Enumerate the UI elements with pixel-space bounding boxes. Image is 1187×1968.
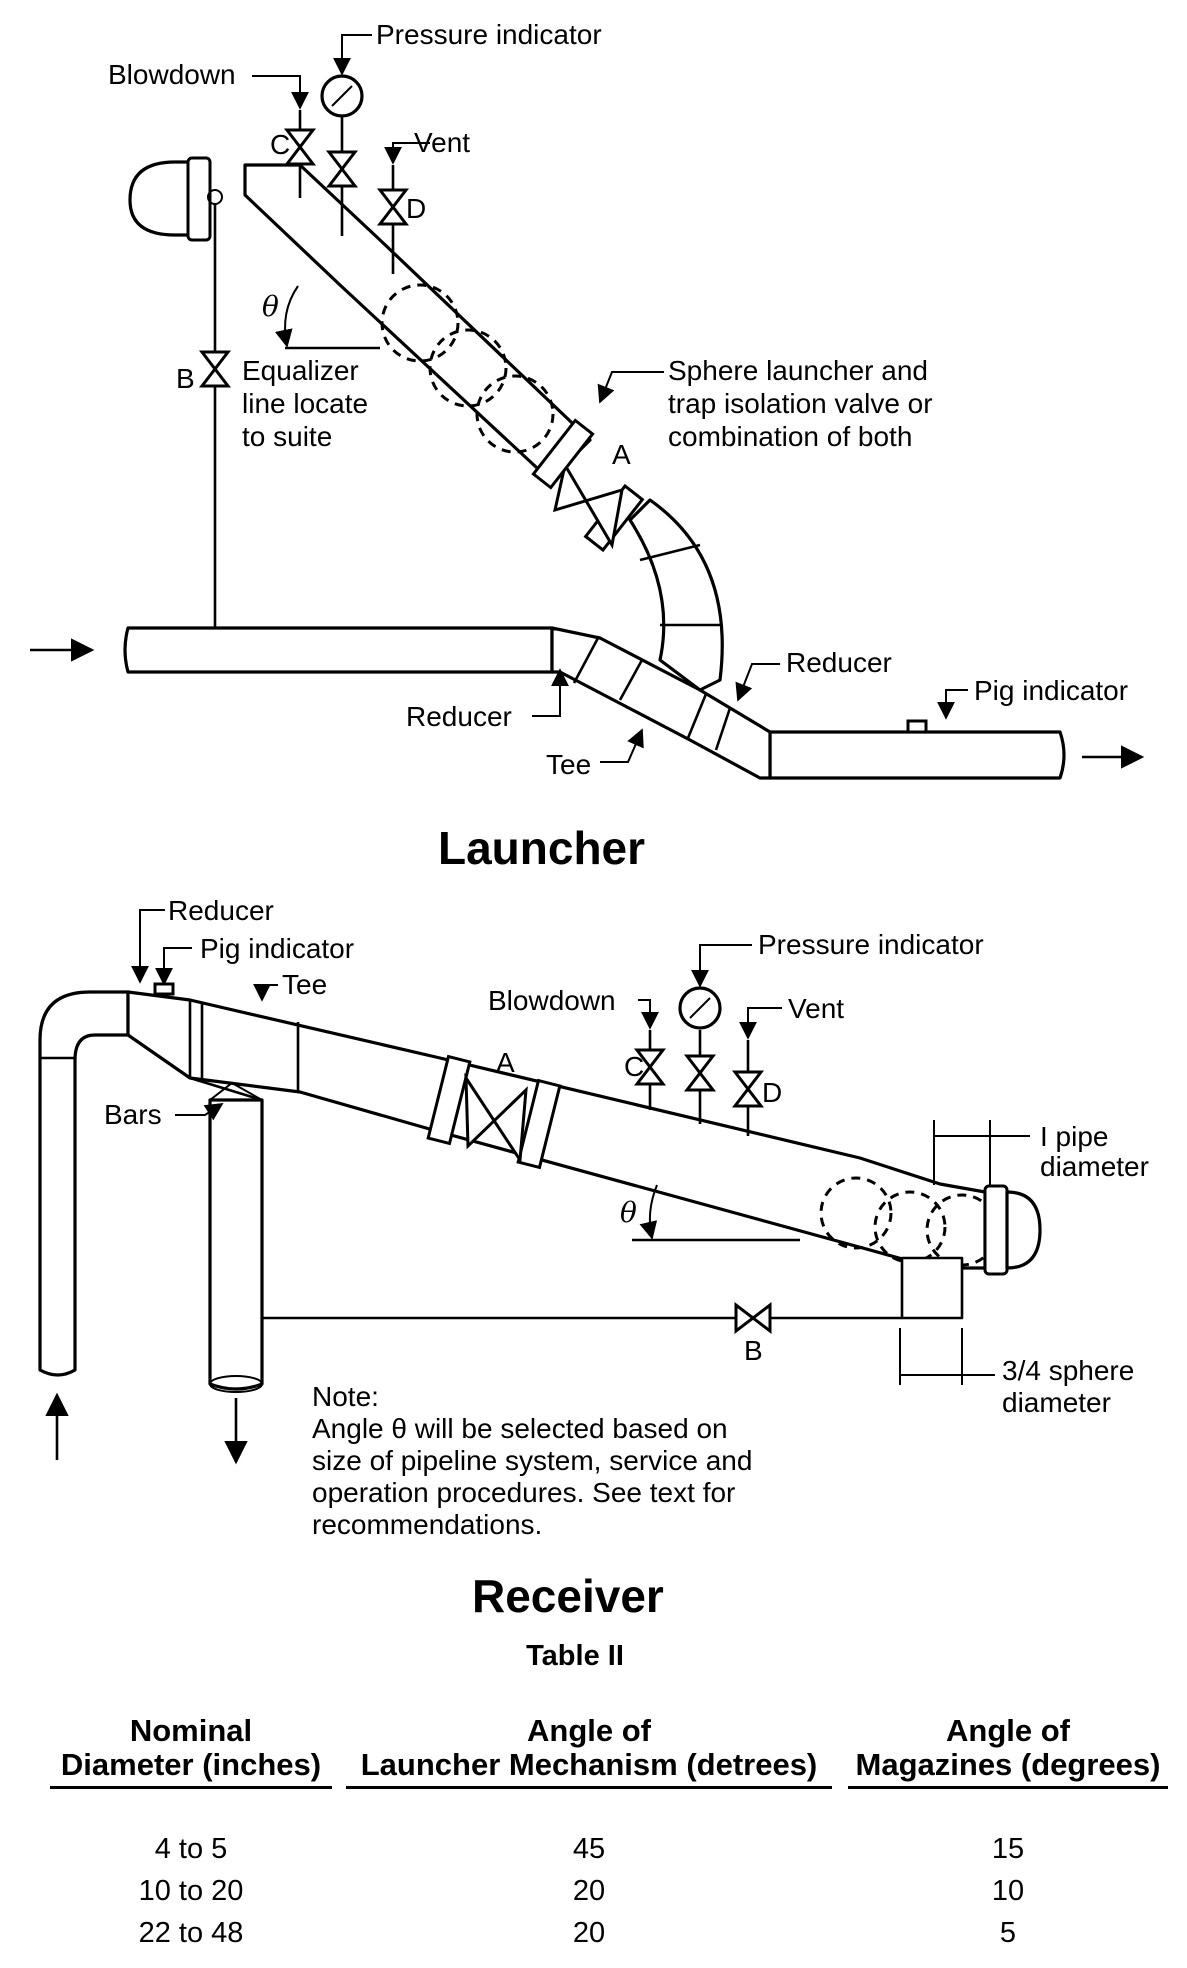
- receiver-note-line-1: Note:: [312, 1381, 379, 1412]
- receiver-label-b: B: [744, 1335, 763, 1366]
- receiver-valve-a-flange-right: [516, 1078, 562, 1170]
- receiver-note-line-3: size of pipeline system, service and: [312, 1445, 752, 1476]
- launcher-label-d: D: [406, 193, 426, 224]
- launcher-label-sphere-2: trap isolation valve or: [668, 388, 933, 419]
- launcher-main-pipe: [123, 626, 554, 674]
- table-header-magazines-line-1: Angle of: [946, 1713, 1070, 1748]
- table-cell-r3-diameter: 22 to 48: [138, 1917, 244, 1949]
- receiver-note-line-4: operation procedures. See text for: [312, 1477, 735, 1508]
- launcher-label-theta: θ: [262, 290, 279, 323]
- receiver-title: Receiver: [472, 1570, 664, 1622]
- table-cell-r1-launcher: 45: [572, 1833, 606, 1865]
- table-cell-r2-magazines: 10: [991, 1875, 1025, 1907]
- table-cell-r1-magazines: 15: [991, 1833, 1025, 1865]
- receiver-support: [900, 1256, 964, 1320]
- receiver-label-reducer: Reducer: [168, 895, 274, 926]
- receiver-valve-c: [633, 1048, 667, 1086]
- receiver-inlet-pipe: [38, 990, 130, 1377]
- launcher-label-reducer-right: Reducer: [786, 647, 892, 678]
- launcher-outlet-pipe: [768, 730, 1066, 780]
- table-cell-r2-diameter: 10 to 20: [138, 1875, 244, 1907]
- launcher-diagram: Blowdown Pressure indicator Vent C D B A…: [30, 19, 1145, 874]
- receiver-label-d: D: [762, 1077, 782, 1108]
- receiver-valve-a: [464, 1072, 528, 1165]
- pig-launcher-receiver-diagram: Blowdown Pressure indicator Vent C D B A…: [30, 19, 1149, 1622]
- receiver-label-sphere-diameter-1: 3/4 sphere: [1002, 1355, 1134, 1386]
- table-header-launcher-line-1: Angle of: [527, 1713, 651, 1748]
- launcher-label-pig-indicator: Pig indicator: [974, 675, 1128, 706]
- table-header-diameter: Nominal Diameter (inches): [50, 1714, 332, 1789]
- receiver-valve-a-flange-left: [426, 1054, 472, 1146]
- launcher-label-sphere-1: Sphere launcher and: [668, 355, 928, 386]
- launcher-label-b: B: [176, 363, 195, 394]
- launcher-elbow: [628, 498, 724, 692]
- table-header-magazines-line-2: Magazines (degrees): [855, 1747, 1161, 1782]
- receiver-label-pipe-diameter-2: diameter: [1040, 1151, 1149, 1182]
- table-cell-r2-launcher: 20: [572, 1875, 606, 1907]
- receiver-label-pig-indicator: Pig indicator: [200, 933, 354, 964]
- launcher-valve-c: [283, 128, 317, 166]
- launcher-label-reducer-left: Reducer: [406, 701, 512, 732]
- table-header-launcher: Angle of Launcher Mechanism (detrees): [346, 1714, 832, 1789]
- receiver-outlet-pipe: [208, 1098, 264, 1391]
- receiver-diagram: Reducer Pig indicator Tee Bars A Blowdow…: [38, 895, 1149, 1622]
- table-header-magazines: Angle of Magazines (degrees): [848, 1714, 1168, 1789]
- table-cell-r3-magazines: 5: [999, 1917, 1017, 1949]
- launcher-valve-d: [376, 188, 410, 226]
- launcher-label-pressure-indicator: Pressure indicator: [376, 19, 602, 50]
- table-cell-r3-launcher: 20: [572, 1917, 606, 1949]
- receiver-pig-indicator: [153, 982, 175, 996]
- launcher-label-a: A: [612, 439, 631, 470]
- launcher-valve-pressure: [325, 150, 359, 188]
- launcher-label-vent: Vent: [414, 127, 470, 158]
- receiver-valve-d: [731, 1070, 765, 1108]
- launcher-label-tee: Tee: [546, 749, 591, 780]
- receiver-note-line-5: recommendations.: [312, 1509, 542, 1540]
- receiver-valve-pressure: [683, 1054, 717, 1092]
- launcher-end-closure: [128, 160, 192, 237]
- launcher-label-blowdown: Blowdown: [108, 59, 236, 90]
- receiver-label-pressure-indicator: Pressure indicator: [758, 929, 984, 960]
- receiver-label-c: C: [624, 1051, 644, 1082]
- receiver-label-pipe-diameter-1: I pipe: [1040, 1121, 1109, 1152]
- table-cell-r1-diameter: 4 to 5: [154, 1833, 228, 1865]
- receiver-label-blowdown: Blowdown: [488, 985, 616, 1016]
- launcher-valve-a-flange-left: [531, 418, 595, 490]
- receiver-label-bars: Bars: [104, 1099, 162, 1130]
- receiver-label-theta: θ: [620, 1196, 637, 1229]
- table-header-diameter-line-1: Nominal: [129, 1713, 253, 1748]
- table-title: Table II: [526, 1640, 624, 1672]
- receiver-label-vent: Vent: [788, 993, 844, 1024]
- launcher-label-c: C: [270, 129, 290, 160]
- receiver-label-tee: Tee: [282, 969, 327, 1000]
- launcher-pig-indicator: [906, 719, 928, 734]
- table-header-diameter-line-2: Diameter (inches): [60, 1747, 322, 1782]
- launcher-spheres: [380, 283, 555, 454]
- launcher-label-equalizer-2: line locate: [242, 388, 368, 419]
- launcher-label-sphere-3: combination of both: [668, 421, 912, 452]
- table-header-launcher-line-2: Launcher Mechanism (detrees): [360, 1747, 818, 1782]
- receiver-label-a: A: [496, 1047, 515, 1078]
- launcher-label-equalizer-1: Equalizer: [242, 355, 359, 386]
- launcher-valve-b: [198, 350, 232, 388]
- receiver-label-sphere-diameter-2: diameter: [1002, 1387, 1111, 1418]
- receiver-end-closure: [1005, 1190, 1042, 1270]
- launcher-title: Launcher: [438, 822, 645, 874]
- launcher-valve-a: [552, 460, 624, 550]
- receiver-note-line-2: Angle θ will be selected based on: [312, 1413, 728, 1444]
- launcher-label-equalizer-3: to suite: [242, 421, 332, 452]
- receiver-valve-b: [734, 1301, 772, 1335]
